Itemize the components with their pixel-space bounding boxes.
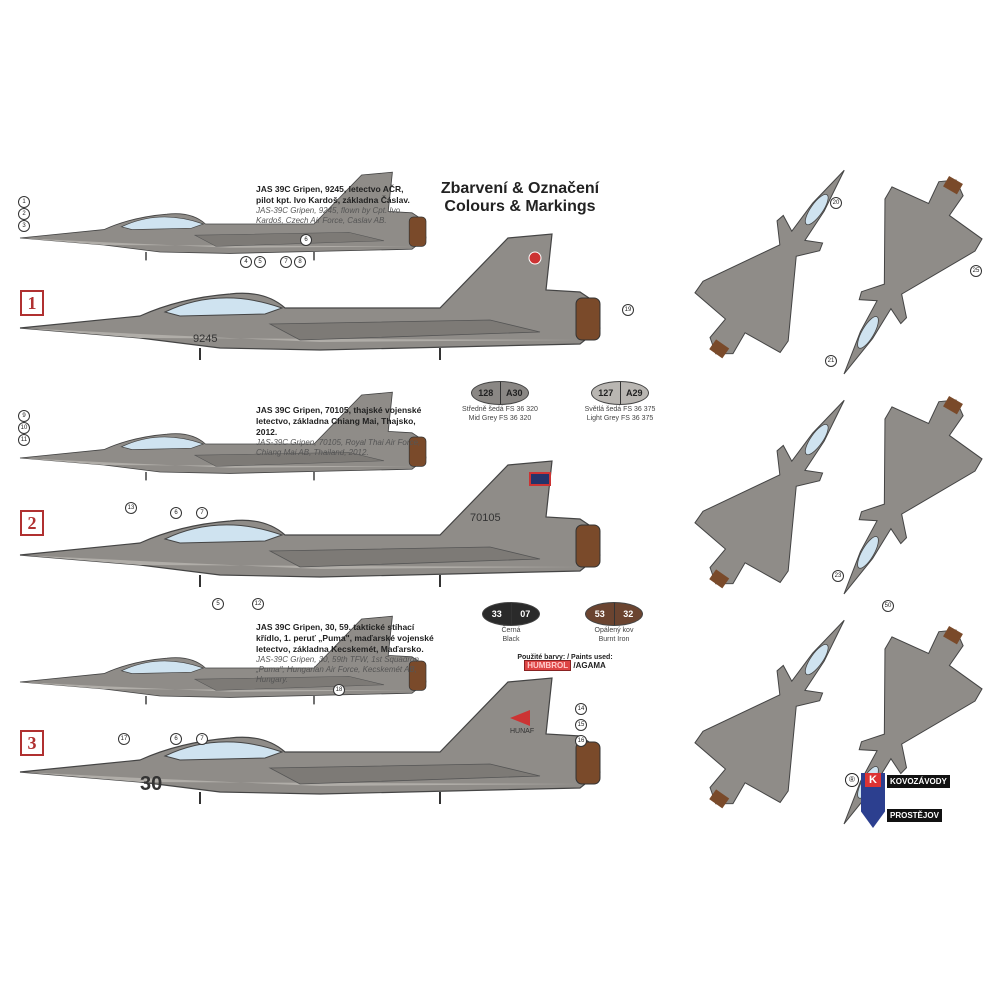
page-title: Zbarvení & Označení Colours & Markings [440,180,600,215]
callout: 7 [280,256,292,268]
callout: 6 [170,733,182,745]
caption-1: JAS 39C Gripen, 9245, letectvo AČR, pilo… [256,184,410,225]
callout: 23 [832,570,844,582]
serial-1: 9245 [193,333,218,345]
callout: 6 [300,234,312,246]
callout: 50 [882,600,894,612]
callout: 3 [18,220,30,232]
thai-flag [529,472,551,486]
caption-3: JAS 39C Gripen, 30, 59. taktické stíhací… [256,622,434,684]
callout: 17 [118,733,130,745]
callout: 20 [830,197,842,209]
serial-3: 30 [140,773,163,795]
callout: 25 [970,265,982,277]
aircraft-3-large-side-view [19,677,601,805]
callout: 1 [18,196,30,208]
scheme-number-3: 3 [20,730,44,756]
callout: 19 [622,304,634,316]
callout: 7 [196,507,208,519]
callout: 5 [212,598,224,610]
callout: 4 [240,256,252,268]
czech-roundel [528,251,542,265]
callout: 16 [575,735,587,747]
callout: 9 [18,410,30,422]
callout: 18 [333,684,345,696]
plan-view-2-bottom [798,373,1000,621]
aircraft-2-large-side-view [19,460,601,588]
serial-2: 70105 [470,512,501,524]
callout: 5 [254,256,266,268]
paints-used: Použité barvy: / Paints used: HUMBROL /A… [517,654,613,671]
callout: 13 [125,502,137,514]
callout: 6 [170,507,182,519]
callout: 10 [18,422,30,434]
kovozavody-logo: ® K KOVOZÁVODY PROSTĚJOV [845,773,960,828]
callout: 2 [18,208,30,220]
callout: 21 [825,355,837,367]
callout: 14 [575,703,587,715]
humbrol-logo: HUMBROL [524,660,572,671]
callout: 7 [196,733,208,745]
hungarian-chevron [510,710,530,726]
aircraft-1-large-side-view [19,233,601,361]
caption-2: JAS 39C Gripen, 70105, thajské vojenské … [256,405,422,457]
scheme-number-2: 2 [20,510,44,536]
callout: 15 [575,719,587,731]
scheme-number-1: 1 [20,290,44,316]
callout: 12 [252,598,264,610]
agama-logo: AGAMA [575,661,606,670]
callout: 8 [294,256,306,268]
callout: 11 [18,434,30,446]
tail-text-3: HUNAF [510,728,535,735]
